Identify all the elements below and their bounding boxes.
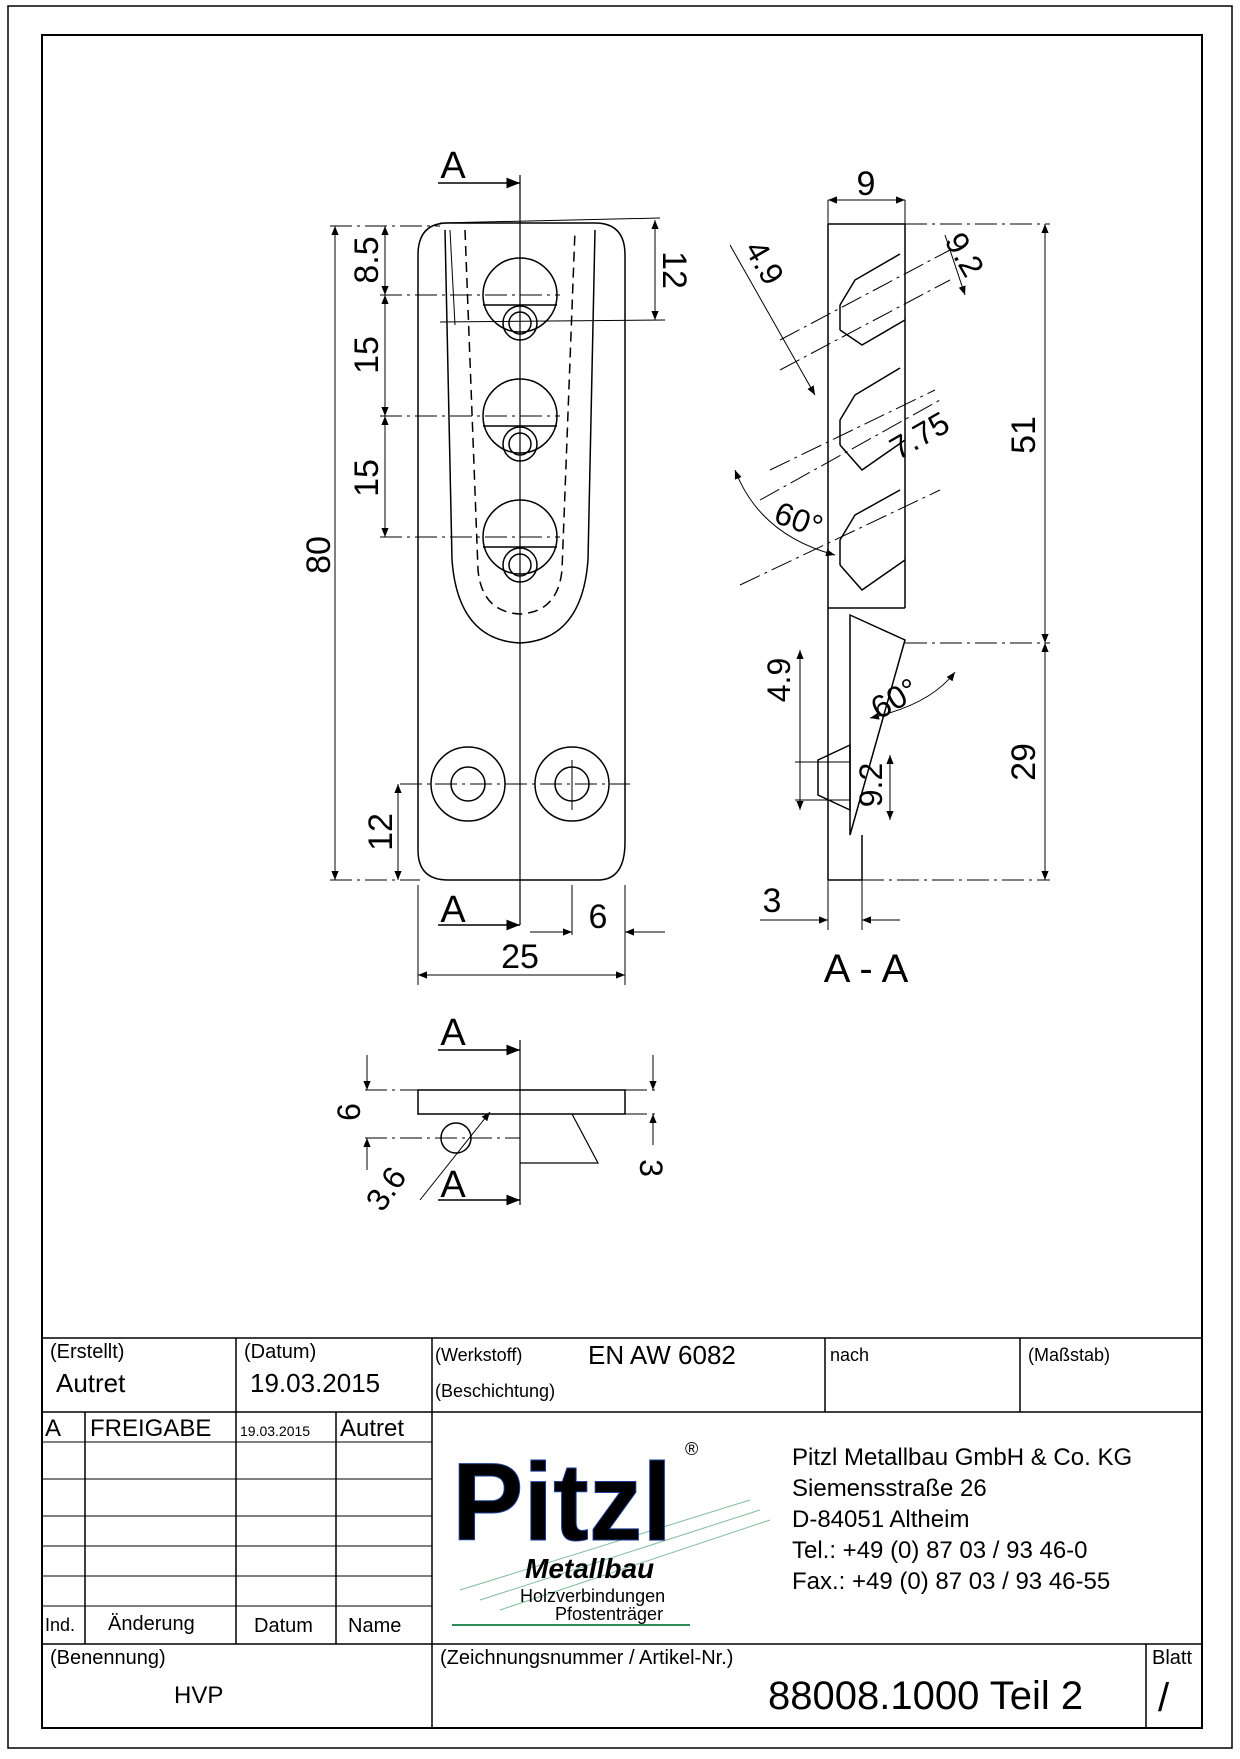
svg-text:12: 12	[655, 251, 693, 289]
material-value: EN AW 6082	[588, 1340, 736, 1370]
svg-text:3: 3	[763, 882, 782, 920]
section-hole-2	[839, 367, 906, 471]
svg-text:A: A	[440, 889, 466, 931]
svg-text:3: 3	[633, 1159, 669, 1177]
svg-text:6: 6	[331, 1103, 367, 1121]
svg-text:9.2: 9.2	[853, 763, 889, 807]
svg-text:4.9: 4.9	[761, 658, 797, 702]
rev-header-change: Änderung	[108, 1613, 195, 1635]
svg-text:A: A	[440, 1012, 466, 1054]
number-label: (Zeichnungsnummer / Artikel-Nr.)	[440, 1647, 734, 1669]
section-hole-lower	[817, 743, 851, 812]
material-label: (Werkstoff)	[435, 1345, 523, 1365]
created-label: (Erstellt)	[50, 1341, 125, 1363]
sheet-value: /	[1158, 1676, 1170, 1720]
section-hole-1	[839, 253, 906, 346]
created-value: Autret	[56, 1368, 126, 1398]
svg-text:A: A	[440, 1164, 466, 1206]
svg-text:60°: 60°	[770, 494, 828, 544]
plate-outline	[417, 222, 626, 881]
svg-text:Pfostenträger: Pfostenträger	[555, 1604, 663, 1624]
company-city: D-84051 Altheim	[792, 1506, 970, 1533]
svg-text:A - A: A - A	[824, 947, 909, 991]
rev-date: 19.03.2015	[240, 1423, 311, 1439]
svg-text:9: 9	[857, 165, 876, 203]
designation-label: (Benennung)	[50, 1647, 166, 1669]
section-hole-3	[839, 489, 906, 591]
drawing-frame	[41, 34, 1203, 1729]
company-phone: Tel.: +49 (0) 87 03 / 93 46-0	[792, 1537, 1088, 1564]
title-block-grid	[42, 1337, 1202, 1728]
rev-index: A	[45, 1415, 62, 1442]
front-view-labels: A A 80 8.5 15 15 12 12 25 6	[300, 145, 693, 976]
svg-text:25: 25	[501, 938, 539, 976]
rev-header-index: Ind.	[45, 1615, 76, 1635]
front-view	[330, 175, 666, 985]
section-view-labels: 9 4.9 9.2 7.75 60° 51 29 60° 4.9 9.2 3 A…	[738, 165, 1043, 991]
svg-text:Holzverbindungen: Holzverbindungen	[520, 1586, 665, 1606]
designation-value: HVP	[174, 1682, 224, 1709]
svg-text:29: 29	[1005, 743, 1043, 781]
gusset	[849, 613, 906, 836]
svg-text:8.5: 8.5	[348, 236, 386, 283]
rev-header-date: Datum	[254, 1615, 313, 1637]
svg-text:15: 15	[348, 459, 386, 497]
scale-label: (Maßstab)	[1028, 1345, 1111, 1365]
svg-text:7.75: 7.75	[884, 404, 956, 466]
outer-border	[7, 5, 1233, 1749]
after-label: nach	[830, 1345, 870, 1365]
bottom-view	[363, 1040, 660, 1206]
svg-text:A: A	[440, 145, 466, 187]
svg-text:4.9: 4.9	[738, 234, 791, 291]
svg-text:6: 6	[589, 898, 608, 936]
rev-name: Autret	[340, 1415, 405, 1442]
company-fax: Fax.: +49 (0) 87 03 / 93 46-55	[792, 1568, 1111, 1595]
svg-text:51: 51	[1005, 416, 1043, 454]
svg-text:Pitzl: Pitzl	[452, 1441, 672, 1564]
svg-text:80: 80	[300, 536, 338, 574]
company-name: Pitzl Metallbau GmbH & Co. KG	[792, 1444, 1133, 1471]
svg-text:60°: 60°	[865, 671, 925, 726]
company-logo: Pitzl ® Metallbau Holzverbindungen Pfost…	[452, 1439, 771, 1626]
company-street: Siemensstraße 26	[792, 1475, 987, 1502]
section-view	[729, 196, 1050, 930]
svg-text:12: 12	[362, 813, 400, 851]
sheet-label: Blatt	[1152, 1647, 1193, 1669]
date-label: (Datum)	[244, 1341, 317, 1363]
svg-text:15: 15	[348, 336, 386, 374]
svg-text:Metallbau: Metallbau	[525, 1553, 654, 1584]
svg-text:®: ®	[685, 1439, 698, 1459]
svg-text:9.2: 9.2	[938, 226, 991, 283]
coating-label: (Beschichtung)	[435, 1381, 556, 1401]
date-value: 19.03.2015	[250, 1368, 381, 1398]
number-value: 88008.1000 Teil 2	[768, 1674, 1084, 1718]
rev-change: FREIGABE	[90, 1415, 212, 1442]
rev-header-name: Name	[348, 1615, 402, 1637]
